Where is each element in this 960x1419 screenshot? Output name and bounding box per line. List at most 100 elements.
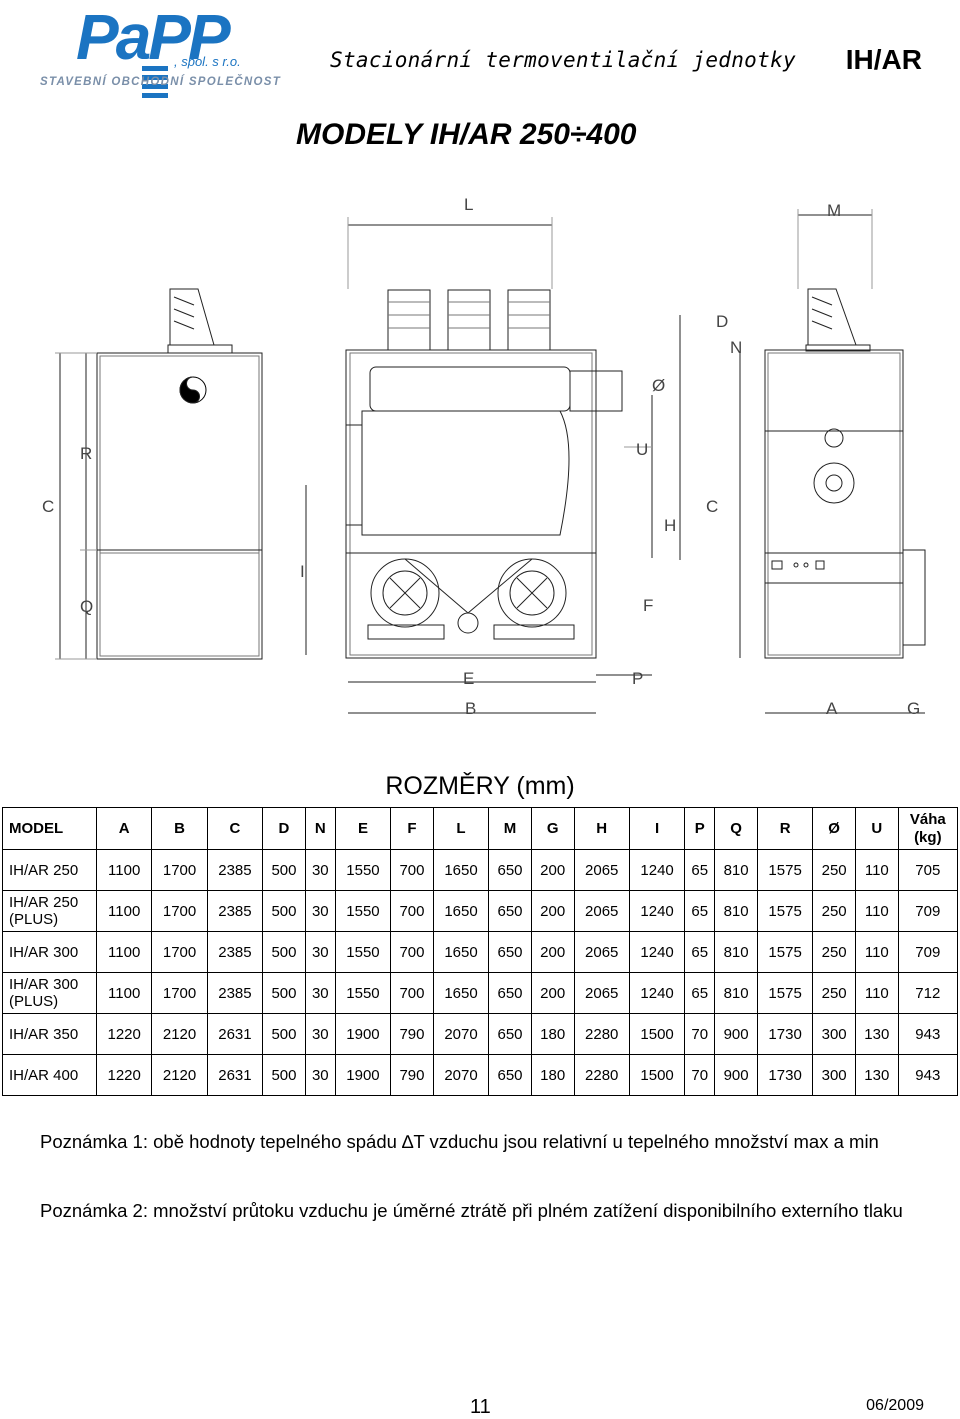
table-cell: 1550 bbox=[334, 972, 392, 1014]
column-header: B bbox=[151, 807, 208, 850]
table-cell: 1650 bbox=[432, 972, 490, 1014]
column-header: M bbox=[488, 807, 532, 850]
label-Q: Q bbox=[80, 597, 93, 616]
header-model: IH/AR bbox=[845, 44, 922, 75]
front-view bbox=[305, 217, 681, 714]
table-cell: 500 bbox=[262, 849, 306, 891]
model-cell: IH/AR 350 bbox=[2, 1013, 97, 1055]
model-cell: IH/AR 300(PLUS) bbox=[2, 972, 97, 1014]
table-cell: 2385 bbox=[206, 931, 264, 973]
label-C-left: C bbox=[42, 497, 54, 516]
table-cell: 65 bbox=[684, 849, 716, 891]
table-cell: 810 bbox=[714, 890, 758, 932]
label-G: G bbox=[907, 699, 920, 718]
table-cell: 2120 bbox=[151, 1054, 208, 1096]
table-cell: 1700 bbox=[151, 931, 208, 973]
table-header-row: MODEL A B C D N E F L M G H I P Q R Ø U … bbox=[2, 807, 959, 850]
table-cell: 810 bbox=[714, 849, 758, 891]
side-view-right bbox=[739, 209, 926, 714]
table-cell: 2385 bbox=[206, 849, 264, 891]
table-cell: 200 bbox=[530, 849, 575, 891]
table-cell: 1500 bbox=[628, 1013, 686, 1055]
table-cell: 1240 bbox=[628, 931, 686, 973]
label-P: P bbox=[632, 669, 643, 688]
table-cell: 2065 bbox=[573, 972, 630, 1014]
table-cell: 30 bbox=[304, 1054, 336, 1096]
table-cell: 200 bbox=[530, 972, 575, 1014]
side-view-left bbox=[55, 288, 263, 660]
table-cell: 70 bbox=[684, 1054, 716, 1096]
table-cell: 1650 bbox=[432, 890, 490, 932]
table-cell: 500 bbox=[262, 1013, 306, 1055]
weight-column-header: Váha (kg) bbox=[897, 807, 959, 850]
table-cell: 30 bbox=[304, 1013, 336, 1055]
table-cell: 2280 bbox=[573, 1013, 630, 1055]
table-cell: 300 bbox=[812, 1013, 856, 1055]
table-cell: 1100 bbox=[95, 890, 153, 932]
table-cell: 200 bbox=[530, 890, 575, 932]
table-cell: 2065 bbox=[573, 931, 630, 973]
table-cell: 1220 bbox=[95, 1054, 153, 1096]
model-name-line: IH/AR 400 bbox=[9, 1066, 79, 1084]
page-date: 06/2009 bbox=[866, 1397, 924, 1414]
table-cell: 650 bbox=[488, 931, 532, 973]
table-cell: 1100 bbox=[95, 972, 153, 1014]
table-cell: 2070 bbox=[432, 1013, 490, 1055]
table-cell: 810 bbox=[714, 931, 758, 973]
table-cell: 110 bbox=[854, 890, 899, 932]
table-cell: 700 bbox=[390, 849, 434, 891]
model-cell: IH/AR 300 bbox=[2, 931, 97, 973]
model-name-line: IH/AR 250 bbox=[9, 861, 79, 879]
model-name-line: IH/AR 250 bbox=[9, 894, 79, 911]
label-A: A bbox=[826, 699, 838, 718]
model-cell: IH/AR 250(PLUS) bbox=[2, 890, 97, 932]
page-number: 11 bbox=[470, 1396, 491, 1418]
note-2: Poznámka 2: množství průtoku vzduchu je … bbox=[40, 1200, 903, 1221]
table-cell: 709 bbox=[897, 890, 959, 932]
table-cell: 30 bbox=[304, 972, 336, 1014]
table-cell: 650 bbox=[488, 849, 532, 891]
table-cell: 1550 bbox=[334, 849, 392, 891]
table-cell: 500 bbox=[262, 1054, 306, 1096]
table-cell: 2120 bbox=[151, 1013, 208, 1055]
table-cell: 943 bbox=[897, 1054, 959, 1096]
table-cell: 709 bbox=[897, 931, 959, 973]
column-header: I bbox=[628, 807, 686, 850]
table-cell: 1550 bbox=[334, 890, 392, 932]
dimension-labels: L M D N Ø U H C C R Q I F E P B A G bbox=[42, 195, 920, 718]
logo-bars-graphic bbox=[142, 66, 168, 98]
weight-header-line2: (kg) bbox=[914, 828, 942, 846]
column-header: H bbox=[573, 807, 630, 850]
table-cell: 2065 bbox=[573, 849, 630, 891]
label-D: D bbox=[716, 312, 728, 331]
table-cell: 943 bbox=[897, 1013, 959, 1055]
table-cell: 1100 bbox=[95, 931, 153, 973]
table-cell: 700 bbox=[390, 890, 434, 932]
table-cell: 2631 bbox=[206, 1054, 264, 1096]
table-cell: 650 bbox=[488, 890, 532, 932]
table-cell: 1900 bbox=[334, 1054, 392, 1096]
column-header: Q bbox=[714, 807, 758, 850]
table-cell: 300 bbox=[812, 1054, 856, 1096]
table-cell: 250 bbox=[812, 890, 856, 932]
table-cell: 1550 bbox=[334, 931, 392, 973]
column-header: U bbox=[854, 807, 899, 850]
model-name-line: IH/AR 350 bbox=[9, 1025, 79, 1043]
model-name-line: (PLUS) bbox=[9, 993, 59, 1010]
table-cell: 1575 bbox=[756, 890, 814, 932]
table-cell: 1575 bbox=[756, 972, 814, 1014]
table-cell: 250 bbox=[812, 931, 856, 973]
table-cell: 712 bbox=[897, 972, 959, 1014]
table-cell: 500 bbox=[262, 931, 306, 973]
table-cell: 250 bbox=[812, 972, 856, 1014]
page-title: MODELY IH/AR 250÷400 bbox=[296, 118, 637, 151]
model-cell: IH/AR 400 bbox=[2, 1054, 97, 1096]
table-cell: 1700 bbox=[151, 890, 208, 932]
table-cell: 110 bbox=[854, 849, 899, 891]
label-F: F bbox=[643, 596, 653, 615]
table-cell: 700 bbox=[390, 972, 434, 1014]
